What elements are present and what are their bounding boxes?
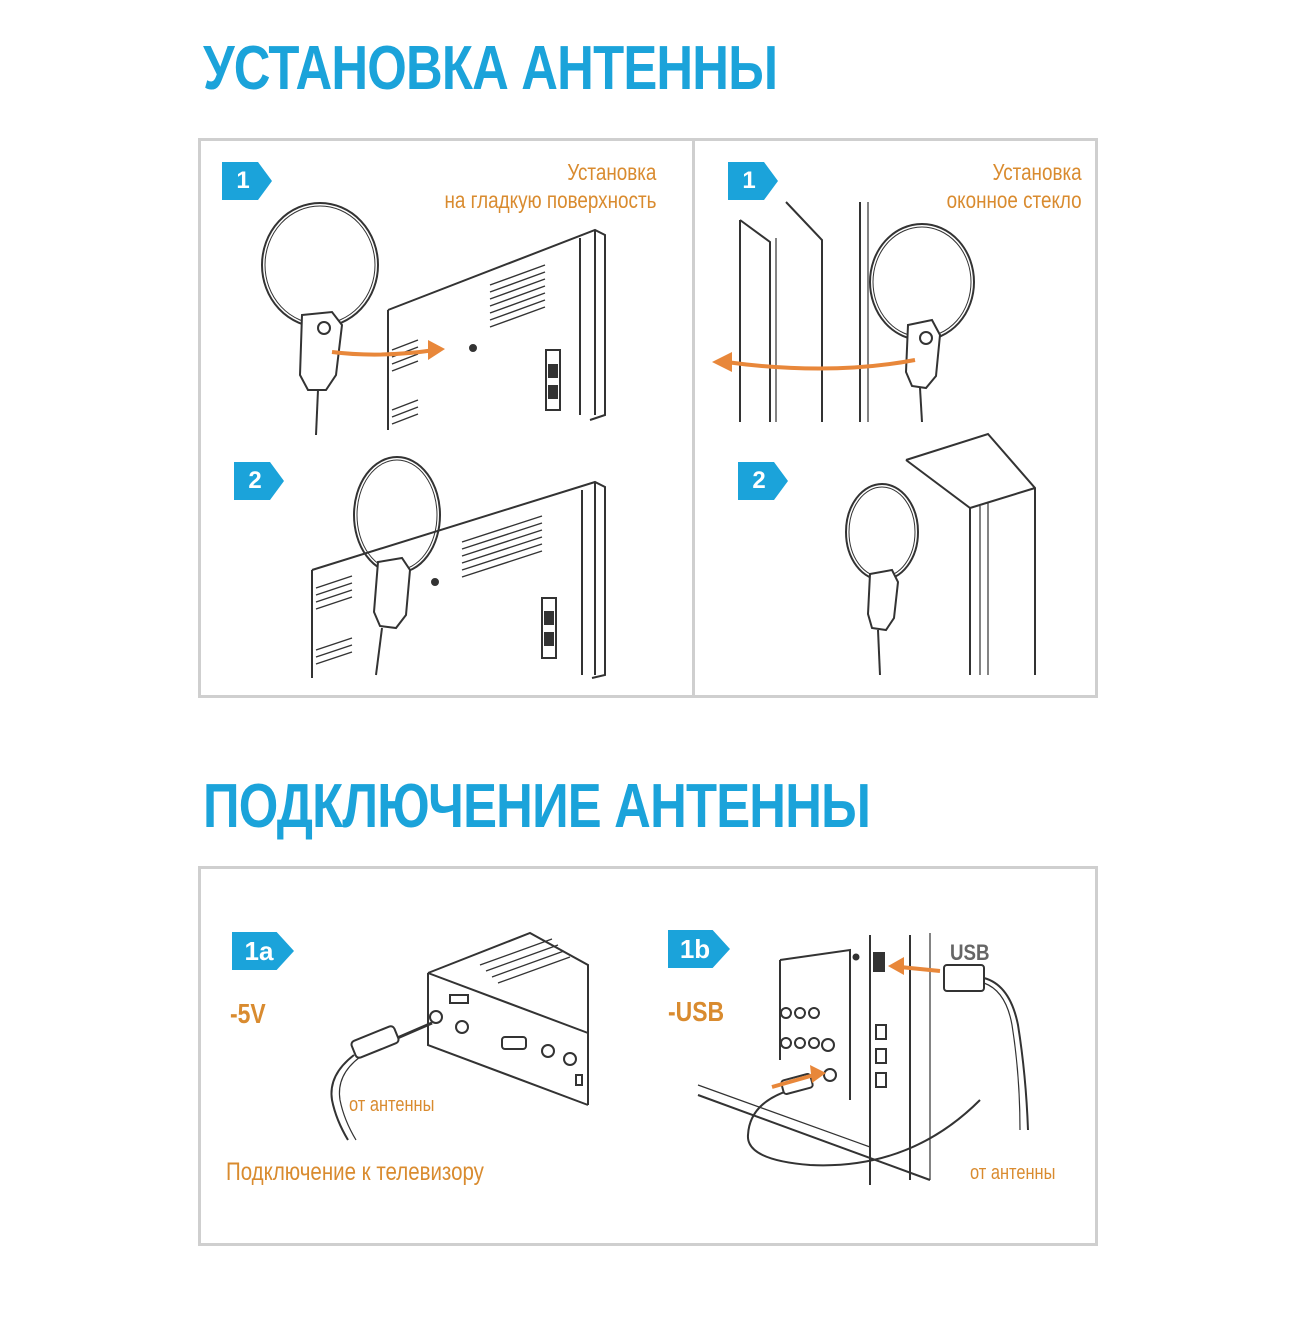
install-panel-divider: [692, 138, 695, 698]
window-step2-illustration: [845, 432, 1036, 676]
smooth-caption-line1: Установка: [566, 159, 656, 185]
smooth-caption-line2: на гладкую поверхность: [444, 187, 656, 213]
usb-port-tag: USB: [950, 940, 990, 965]
connect-1a-illustration: [330, 931, 589, 1141]
install-section-title: УСТАНОВКА АНТЕННЫ: [203, 34, 778, 103]
smooth-surface-caption: Установка на гладкую поверхность: [444, 158, 656, 214]
connect-panel: [198, 866, 1098, 1246]
from-antenna-label-a: от антенны: [349, 1094, 435, 1116]
window-caption-line2: оконное стекло: [946, 187, 1082, 213]
from-antenna-label-b: от антенны: [970, 1162, 1056, 1184]
window-glass-caption: Установка оконное стекло: [947, 158, 1082, 214]
voltage-5v-label: -5V: [230, 998, 266, 1029]
smooth-step2-illustration: [311, 456, 606, 679]
connect-section-title: ПОДКЛЮЧЕНИЕ АНТЕННЫ: [203, 772, 871, 841]
window-caption-line1: Установка: [992, 159, 1082, 185]
connect-1b-illustration: [697, 933, 1029, 1185]
smooth-step1-illustration: [261, 202, 606, 436]
window-step1-illustration: [712, 201, 975, 423]
voltage-usb-label: -USB: [668, 996, 725, 1027]
connect-to-tv-caption: Подключение к телевизору: [226, 1158, 484, 1186]
